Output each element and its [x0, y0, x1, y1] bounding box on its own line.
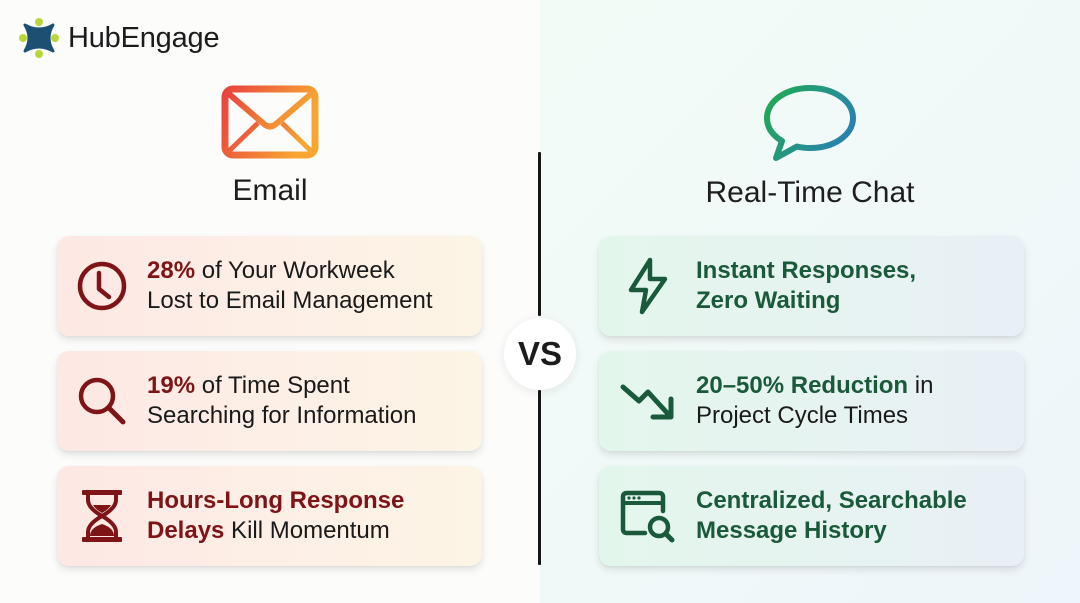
email-card-workweek: 28% of Your Workweek Lost to Email Manag…: [57, 236, 482, 336]
lightning-icon: [628, 257, 667, 315]
email-column-header: Email: [0, 84, 540, 208]
stat-highlight-line2: Message History: [696, 517, 887, 544]
stat-highlight-line2: Delays: [147, 517, 225, 544]
stat-highlight: 20–50% Reduction: [696, 372, 909, 399]
hubengage-logo-icon: [19, 18, 59, 58]
stat-text: Kill Momentum: [224, 517, 390, 544]
email-card-text: 28% of Your Workweek Lost to Email Manag…: [147, 256, 432, 316]
brand-name: HubEngage: [68, 21, 220, 54]
trend-down-icon: [620, 384, 673, 420]
email-card-delays: Hours-Long Response Delays Kill Momentum: [57, 466, 482, 566]
search-icon: [78, 377, 126, 425]
stat-text: of Time Spent: [195, 372, 350, 399]
chat-card-text: Centralized, Searchable Message History: [696, 486, 967, 546]
brand-logo: HubEngage: [18, 16, 220, 60]
chat-card-instant: Instant Responses, Zero Waiting: [599, 236, 1024, 336]
chat-card-text: Instant Responses, Zero Waiting: [696, 256, 916, 316]
hourglass-icon: [82, 490, 122, 542]
stat-highlight: 28%: [147, 257, 196, 284]
stat-text-line2: Searching for Information: [147, 402, 417, 429]
stat-text-line2: Project Cycle Times: [696, 402, 909, 429]
vs-badge: VS: [504, 318, 576, 390]
stat-highlight-line2: Zero Waiting: [696, 287, 841, 314]
chat-column-header: Real-Time Chat: [540, 84, 1080, 210]
chat-card-history: Centralized, Searchable Message History: [599, 466, 1024, 566]
email-title: Email: [232, 174, 308, 207]
chat-card-text: 20–50% Reduction in Project Cycle Times: [696, 371, 933, 431]
stat-highlight: Hours-Long Response: [147, 487, 405, 514]
chat-title: Real-Time Chat: [705, 176, 915, 209]
email-card-searching: 19% of Time Spent Searching for Informat…: [57, 351, 482, 451]
envelope-icon: [221, 85, 319, 159]
stat-highlight: 19%: [147, 372, 196, 399]
stat-text: in: [908, 372, 934, 399]
chat-card-reduction: 20–50% Reduction in Project Cycle Times: [599, 351, 1024, 451]
clock-icon: [77, 261, 127, 311]
stat-highlight: Centralized, Searchable: [696, 487, 967, 514]
chat-bubble-icon: [764, 85, 856, 161]
stat-highlight: Instant Responses,: [696, 257, 917, 284]
email-card-text: 19% of Time Spent Searching for Informat…: [147, 371, 416, 431]
stat-text: of Your Workweek: [195, 257, 395, 284]
email-card-text: Hours-Long Response Delays Kill Momentum: [147, 486, 404, 546]
divider-line-bottom: [538, 390, 541, 565]
stat-text-line2: Lost to Email Management: [147, 287, 433, 314]
divider-line-top: [538, 152, 541, 316]
browser-search-icon: [620, 490, 674, 543]
